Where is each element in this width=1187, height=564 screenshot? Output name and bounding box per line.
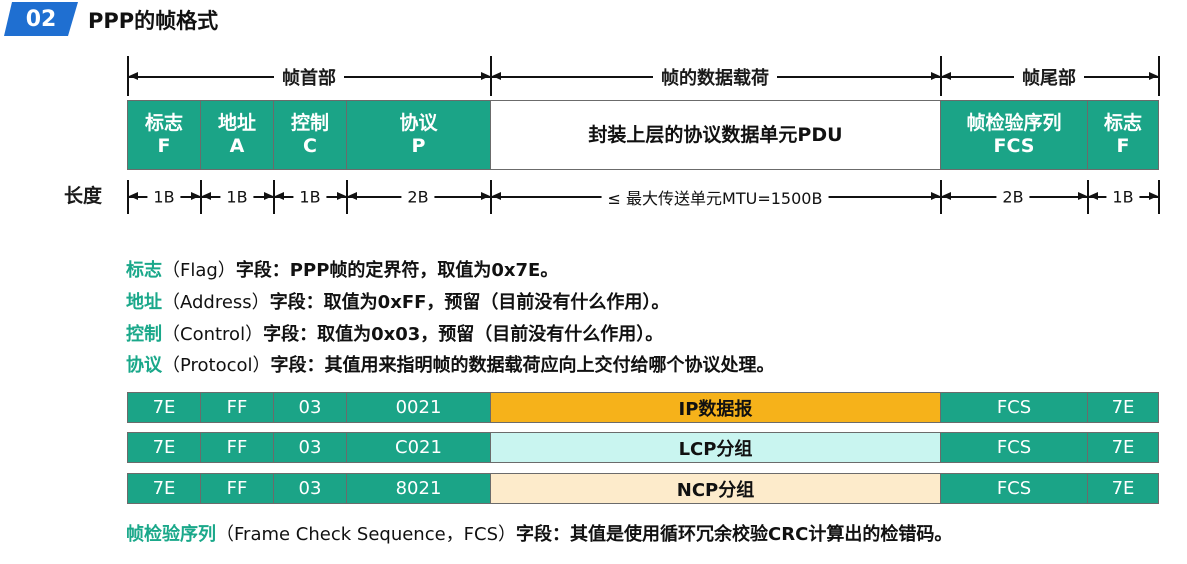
example-lcp-fcs: FCS (940, 432, 1088, 463)
field-address: 地址 A (200, 100, 274, 170)
field-fcs: 帧检验序列 FCS (940, 100, 1088, 170)
example-ip-control: 03 (273, 392, 347, 423)
length-flag-end: 1B (1106, 187, 1140, 207)
example-lcp-protocol: C021 (346, 432, 491, 463)
field-payload-pdu: 封装上层的协议数据单元PDU (490, 100, 941, 170)
example-ip-flag-end: 7E (1087, 392, 1159, 423)
example-ncp-address: FF (200, 473, 274, 504)
desc-address: 地址（Address）字段：取值为0xFF，预留（目前没有什么作用）。 (126, 292, 670, 313)
example-lcp-flag-end: 7E (1087, 432, 1159, 463)
slide-title: PPP的帧格式 (88, 9, 219, 33)
example-ncp-flag-end: 7E (1087, 473, 1159, 504)
field-control: 控制 C (273, 100, 347, 170)
example-ip-address: FF (200, 392, 274, 423)
example-lcp-payload: LCP分组 (490, 432, 941, 463)
example-ip-payload: IP数据报 (490, 392, 941, 423)
section-number-badge: 02 (4, 2, 78, 36)
desc-fcs: 帧检验序列（Frame Check Sequence，FCS）字段：其值是使用循… (126, 524, 953, 545)
frame-trailer-label: 帧尾部 (1014, 64, 1084, 90)
desc-protocol: 协议（Protocol）字段：其值用来指明帧的数据载荷应向上交付给哪个协议处理。 (126, 355, 775, 376)
field-flag-start: 标志 F (127, 100, 201, 170)
field-protocol: 协议 P (346, 100, 491, 170)
example-ncp-control: 03 (273, 473, 347, 504)
example-ip-fcs: FCS (940, 392, 1088, 423)
example-ip-flag-start: 7E (127, 392, 201, 423)
frame-payload-label: 帧的数据载荷 (653, 64, 777, 90)
length-address: 1B (220, 187, 254, 207)
example-lcp-flag-start: 7E (127, 432, 201, 463)
example-ncp-payload: NCP分组 (490, 473, 941, 504)
example-lcp-control: 03 (273, 432, 347, 463)
length-row-title: 长度 (64, 185, 103, 207)
desc-control: 控制（Control）字段：取值为0x03，预留（目前没有什么作用）。 (126, 324, 664, 345)
example-ncp-protocol: 8021 (346, 473, 491, 504)
length-payload: ≤ 最大传送单元MTU=1500B (601, 185, 829, 209)
length-flag-start: 1B (147, 187, 181, 207)
frame-header-label: 帧首部 (274, 64, 344, 90)
length-fcs: 2B (996, 187, 1030, 207)
example-ncp-fcs: FCS (940, 473, 1088, 504)
example-ncp-flag-start: 7E (127, 473, 201, 504)
example-ip-protocol: 0021 (346, 392, 491, 423)
length-control: 1B (293, 187, 327, 207)
example-lcp-address: FF (200, 432, 274, 463)
length-protocol: 2B (401, 187, 435, 207)
field-flag-end: 标志 F (1087, 100, 1159, 170)
desc-flag: 标志（Flag）字段：PPP帧的定界符，取值为0x7E。 (126, 260, 559, 281)
